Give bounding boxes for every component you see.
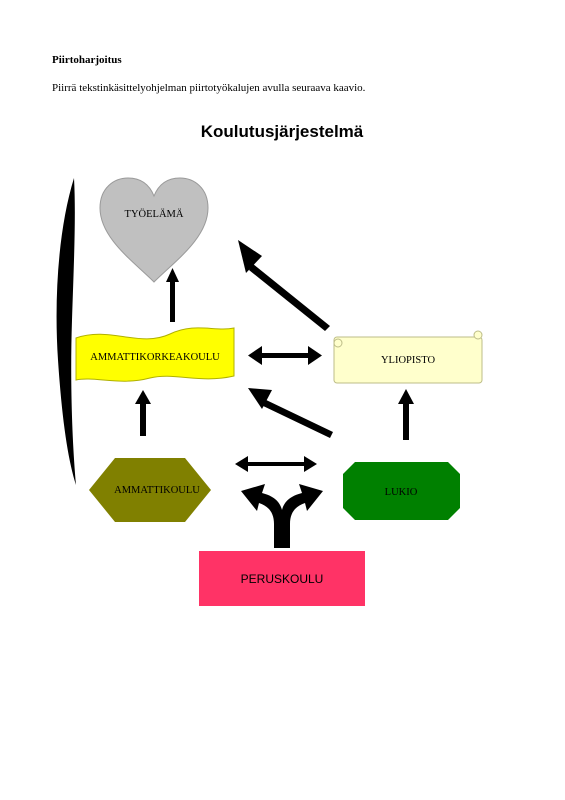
ammattikorkeakoulu-banner [75, 327, 235, 382]
arrow-ammattikoulu-to-amk [135, 390, 151, 436]
arrow-amk-yliopisto [248, 346, 322, 365]
yliopisto-scroll [333, 330, 483, 384]
ammattikoulu-label: AMMATTIKOULU [114, 485, 200, 496]
ammattikorkeakoulu-label: AMMATTIKORKEAKOULU [90, 352, 220, 363]
arrow-peruskoulu-split [241, 484, 323, 548]
arrow-ammattikoulu-lukio [235, 456, 317, 472]
arrow-amk-to-tyoelama [166, 268, 179, 322]
lukio-label: LUKIO [385, 487, 418, 498]
tyoelama-label: TYÖELÄMÄ [125, 208, 184, 220]
ammattikoulu-hexagon [89, 458, 211, 522]
exercise-heading: Piirtoharjoitus [52, 54, 122, 66]
exercise-instruction: Piirrä tekstinkäsittelyohjelman piirtoty… [52, 82, 366, 94]
peruskoulu-label: PERUSKOULU [241, 572, 324, 586]
arrow-lukio-to-amk [248, 388, 333, 438]
left-curved-bar [56, 178, 76, 485]
arrow-yliopisto-to-tyoelama [238, 240, 330, 331]
yliopisto-label: YLIOPISTO [381, 355, 435, 366]
lukio-octagon [343, 462, 460, 520]
diagram-title: Koulutusjärjestelmä [201, 122, 364, 141]
tyoelama-heart-shape [99, 177, 209, 283]
peruskoulu-rectangle [199, 551, 365, 606]
arrow-lukio-to-yliopisto [398, 389, 414, 440]
